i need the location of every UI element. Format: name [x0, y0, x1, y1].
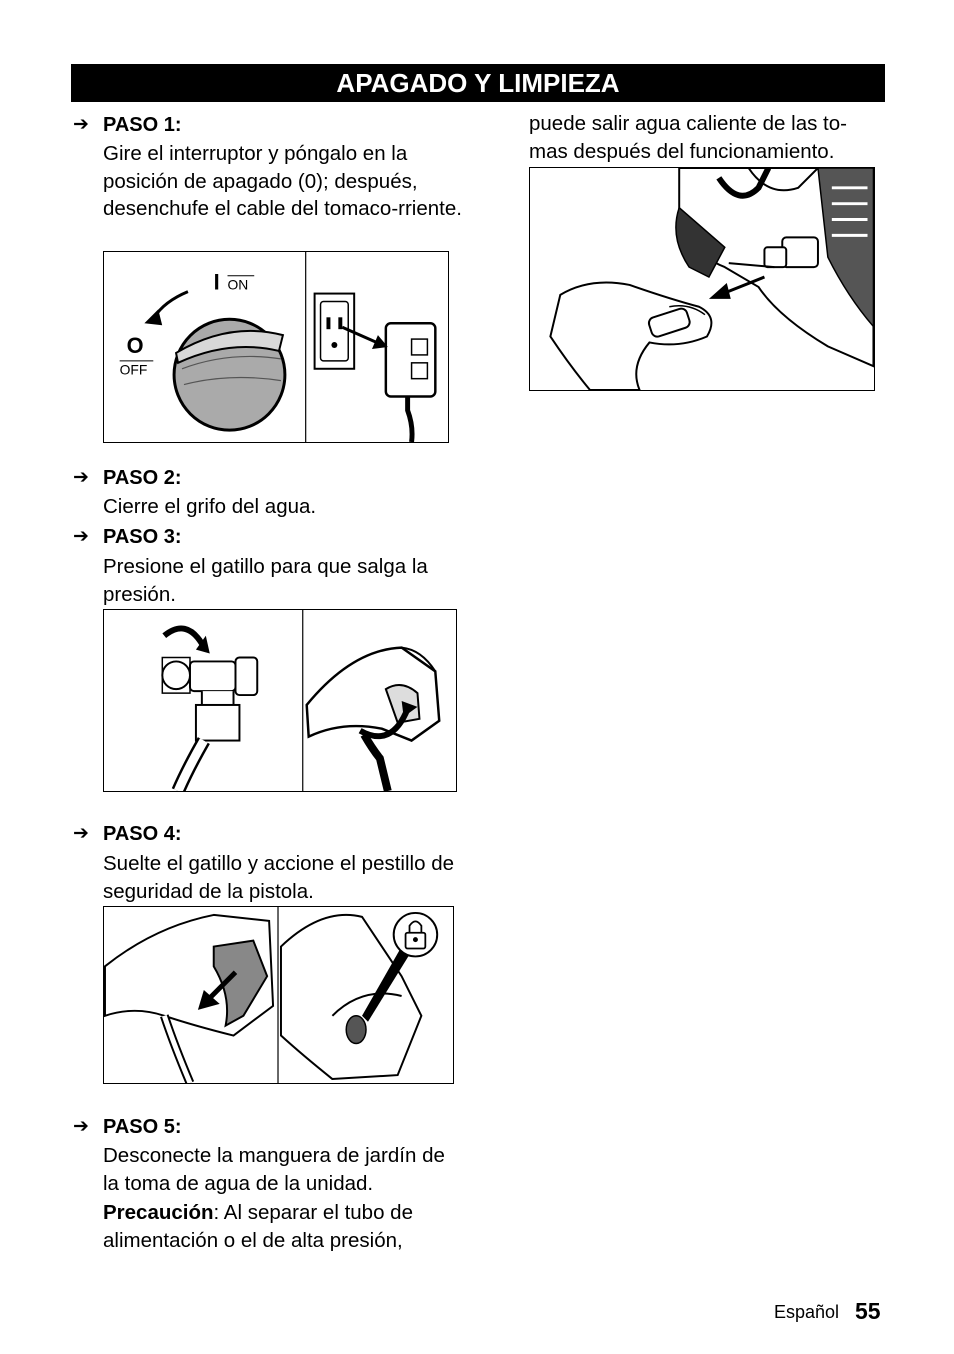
- section-title: APAGADO Y LIMPIEZA: [71, 64, 885, 102]
- figure-disconnect-hose: [529, 167, 875, 391]
- step-3-arrow-icon: ➔: [73, 526, 89, 547]
- figure-trigger-lock: [103, 906, 454, 1084]
- step-2-arrow-icon: ➔: [73, 467, 89, 488]
- figure-switch-off-unplug: I ON O OFF: [103, 251, 449, 443]
- switch-off-symbol: O: [127, 333, 144, 358]
- step-2-label: PASO 2:: [103, 467, 182, 489]
- caution-paragraph: Precaución: Al separar el tubo de alimen…: [103, 1199, 463, 1254]
- step-1-label: PASO 1:: [103, 114, 182, 136]
- step-3-text: Presione el gatillo para que salga la pr…: [103, 555, 428, 606]
- footer-language: Español: [774, 1302, 840, 1322]
- step-4-text: Suelte el gatillo y accione el pestillo …: [103, 852, 454, 903]
- step-2-text: Cierre el grifo del agua.: [103, 495, 317, 518]
- step-4-arrow-icon: ➔: [73, 823, 89, 844]
- step-4-label: PASO 4:: [103, 823, 182, 845]
- caution-text: : Al separar el tubo de alimentación o e…: [103, 1201, 413, 1252]
- step-1-text: Gire el interruptor y póngalo en la posi…: [103, 142, 462, 220]
- step-5-arrow-icon: ➔: [73, 1116, 89, 1137]
- step-5-label: PASO 5:: [103, 1116, 182, 1138]
- switch-on-symbol: I: [214, 270, 220, 295]
- switch-off-label: OFF: [120, 362, 148, 378]
- figure-faucet-and-trigger: [103, 609, 457, 792]
- right-column-text: puede salir agua caliente de las to-mas …: [529, 112, 847, 163]
- step-5-text: Desconecte la manguera de jardín de la t…: [103, 1144, 445, 1195]
- caution-label: Precaución: [103, 1201, 214, 1224]
- step-3-label: PASO 3:: [103, 526, 182, 548]
- page-number: 55: [855, 1298, 881, 1324]
- step-1-arrow-icon: ➔: [73, 114, 89, 135]
- switch-on-label: ON: [228, 277, 249, 293]
